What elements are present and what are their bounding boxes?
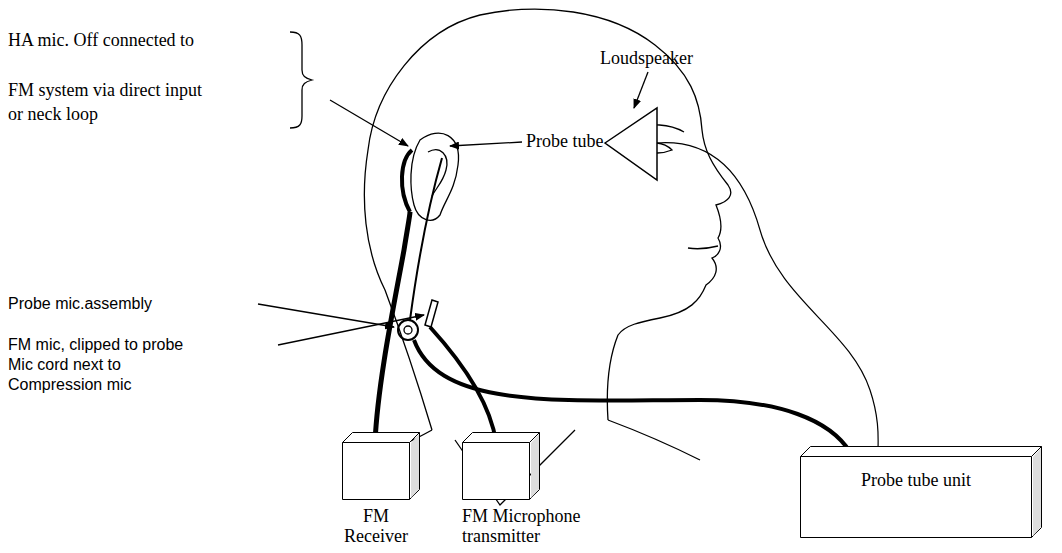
callout-label: Probe mic.assembly [8,294,152,314]
shoulder [608,420,700,460]
callout-label: Compression mic [8,375,132,395]
box-label: FM Receiver [333,506,419,546]
collar [455,430,575,505]
bracket [290,32,312,128]
callout-label: Mic cord next to [8,355,121,375]
box-outline [462,442,530,500]
equipment-box: FM Receiver [342,442,410,500]
callout-label: HA mic. Off connected to [8,30,194,50]
fm-mic [425,300,438,327]
probe-mic-assembly [398,320,418,340]
leader-line [330,100,408,146]
leader-line [258,304,394,327]
probe-mic-assembly [404,326,412,334]
box-label: FM Microphone transmitter [462,506,642,546]
callout-label: Probe tube [526,131,603,151]
box-outline [800,456,1032,538]
callout-label: Loudspeaker [600,48,693,68]
leader-line [634,72,648,108]
leader-line [278,315,424,345]
box-label: Probe tube unit [800,456,1032,490]
box-outline [342,442,410,500]
leader-line [450,142,522,146]
equipment-box: Probe tube unit [800,456,1032,538]
loudspeaker-symbol [605,108,657,180]
head-outline [364,9,730,430]
mouth [688,246,718,249]
probe-tube [410,158,442,320]
callout-label: or neck loop [8,104,98,124]
callout-label: FM mic, clipped to probe [8,335,183,355]
hearing-aid [402,150,412,212]
equipment-box: FM Microphone transmitter [462,442,530,500]
loudspeaker-wire [657,143,878,452]
callout-label: FM system via direct input [8,80,202,100]
